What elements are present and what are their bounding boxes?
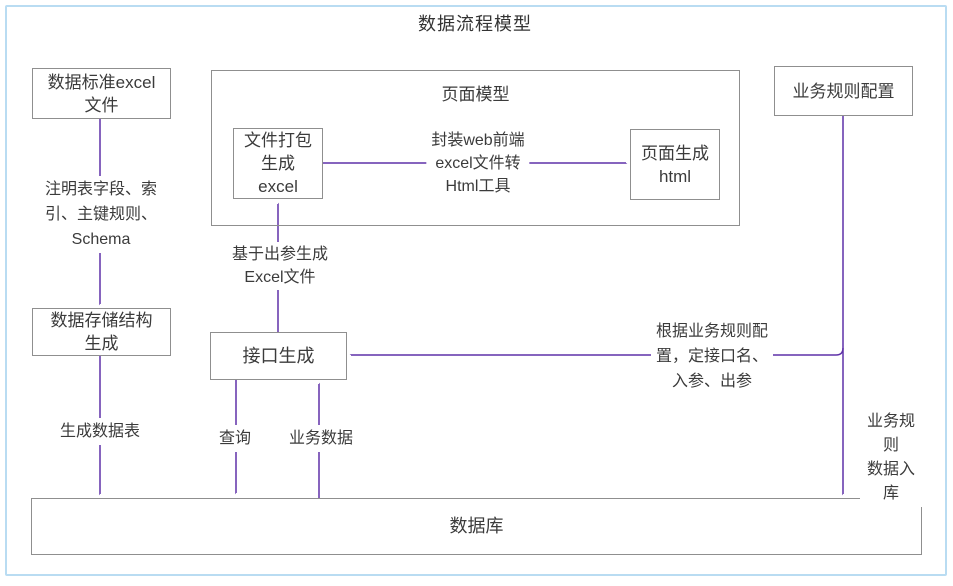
node-api-gen[interactable]: 接口生成: [210, 332, 347, 380]
group-page-model[interactable]: 页面模型: [211, 70, 740, 226]
label-gen-data-table: 生成数据表: [54, 418, 146, 445]
diagram-title: 数据流程模型: [418, 14, 532, 34]
group-page-model-title: 页面模型: [441, 85, 510, 104]
label-web-tool: 封装web前端 excel文件转 Html工具: [426, 128, 530, 199]
label-excel-from-params: 基于出参生成 Excel文件: [226, 242, 334, 290]
node-page-gen-html[interactable]: 页面生成 html: [630, 129, 720, 200]
node-biz-rule-config[interactable]: 业务规则配置: [774, 66, 913, 116]
label-biz-data: 业务数据: [283, 425, 359, 452]
label-query: 查询: [213, 425, 257, 452]
arrow-bizrule-to-apigen: [351, 347, 844, 356]
node-excel-standard[interactable]: 数据标准excel 文件: [32, 68, 171, 119]
label-schema-note: 注明表字段、索 引、主键规则、 Schema: [39, 176, 163, 253]
node-file-pack[interactable]: 文件打包 生成 excel: [233, 128, 323, 199]
label-rule-data-store: 业务规则 数据入库: [860, 409, 922, 507]
label-rule-to-api: 根据业务规则配 置，定接口名、 入参、出参: [650, 318, 774, 395]
node-database[interactable]: 数据库: [31, 498, 922, 555]
node-data-store-gen[interactable]: 数据存储结构 生成: [32, 308, 171, 356]
